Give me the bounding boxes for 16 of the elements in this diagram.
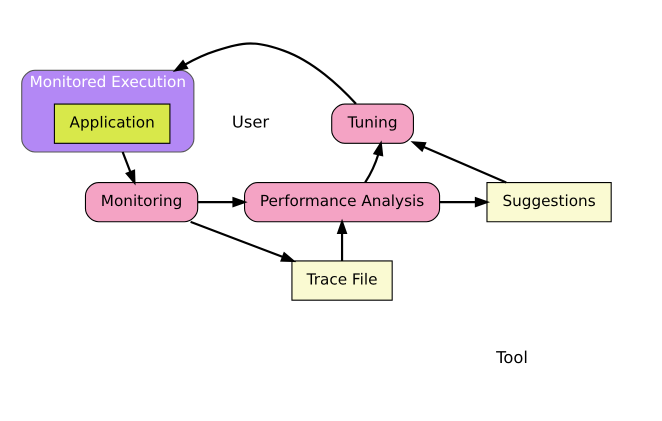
arrow	[198, 196, 248, 207]
node-box: Application	[54, 103, 170, 144]
arrow	[172, 42, 357, 104]
label: Tool	[496, 347, 528, 366]
node-box: Performance Analysis	[244, 181, 440, 222]
arrow	[364, 140, 384, 182]
arrow	[410, 140, 507, 184]
node-box: Trace File	[291, 260, 393, 300]
arrow	[122, 151, 136, 185]
node-box: Monitoring	[84, 181, 198, 222]
node-box: Suggestions	[486, 181, 612, 222]
node-box: Tuning	[331, 103, 414, 144]
arrow	[336, 218, 348, 260]
label: User	[232, 112, 270, 131]
arrow	[440, 196, 490, 207]
arrow	[190, 220, 296, 262]
